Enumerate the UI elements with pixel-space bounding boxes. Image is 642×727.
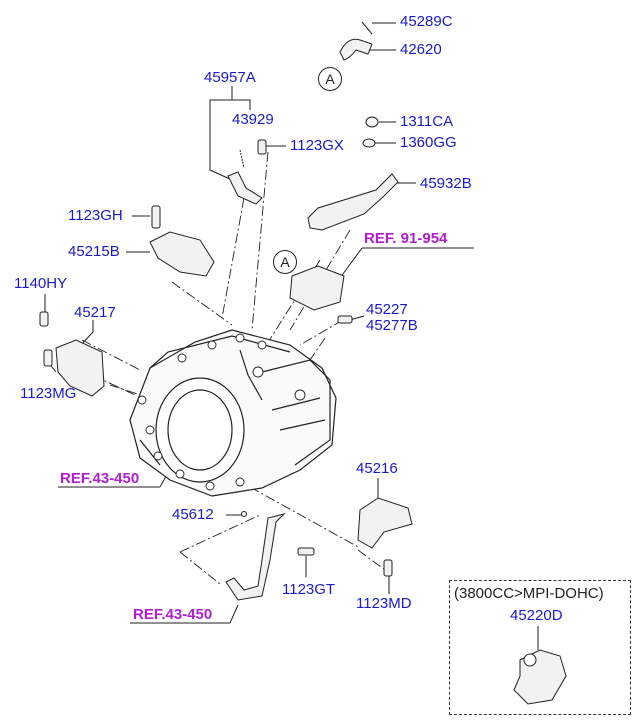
assembly-line-11 xyxy=(179,514,261,553)
bolt-1140HY xyxy=(39,311,49,327)
part-label-1123GT: 1123GT xyxy=(282,581,336,598)
assembly-line-8 xyxy=(109,384,151,399)
bracket-45957A-part xyxy=(227,171,263,205)
bracket-45957A xyxy=(209,86,233,181)
part-label-45957A: 45957A xyxy=(204,69,256,86)
part-label-1360GG: 1360GG xyxy=(400,134,457,151)
bolt-1123MD xyxy=(383,559,393,577)
part-label-45217: 45217 xyxy=(74,304,116,321)
bolt-45289C xyxy=(361,21,373,35)
part-label-1123MD: 1123MD xyxy=(356,595,412,612)
ref-91954-leader xyxy=(339,247,363,279)
spring-43929 xyxy=(239,149,245,169)
pipe-assembly xyxy=(225,513,286,601)
part-label-1140HY: 1140HY xyxy=(14,275,68,292)
bolt-1123MG xyxy=(43,349,53,367)
ref-label-43-450-lower: REF.43-450 xyxy=(133,606,213,623)
washer-1360GG xyxy=(362,138,376,148)
part-label-45220D: 45220D xyxy=(510,607,563,624)
part-label-45612: 45612 xyxy=(172,506,214,523)
assembly-line-14 xyxy=(299,319,344,346)
bracket-45216 xyxy=(357,497,413,549)
marker-a-top: A xyxy=(318,67,342,91)
module-ref-91954 xyxy=(289,265,345,311)
assembly-line-10 xyxy=(357,549,386,571)
part-label-1123MG: 1123MG xyxy=(20,385,77,402)
ref-label-43-450-upper: REF.43-450 xyxy=(60,470,140,487)
assembly-line-2 xyxy=(251,151,269,331)
part-label-45932B: 45932B xyxy=(420,175,472,192)
part-label-43929: 43929 xyxy=(232,111,274,128)
part-label-42620: 42620 xyxy=(400,41,442,58)
bracket-45217 xyxy=(55,339,105,397)
assembly-line-5 xyxy=(171,281,233,326)
part-label-45216: 45216 xyxy=(356,460,398,477)
bolt-45227 xyxy=(337,315,353,324)
nut-1311CA xyxy=(365,116,379,128)
sensor-42620 xyxy=(339,38,373,61)
assembly-line-12 xyxy=(179,551,221,585)
bolt-1123GH xyxy=(151,205,161,229)
part-label-45289C: 45289C xyxy=(400,13,453,30)
assembly-line-13 xyxy=(309,337,326,361)
part-label-45277B: 45277B xyxy=(366,317,418,334)
bolt-1123GT xyxy=(297,547,315,556)
ref-label-91-954: REF. 91-954 xyxy=(364,230,448,247)
assembly-line-7 xyxy=(81,339,141,371)
transmission-housing xyxy=(129,329,337,497)
transmission-bolts xyxy=(137,333,306,491)
assembly-line-9 xyxy=(249,486,361,549)
part-label-45227: 45227 xyxy=(366,301,408,318)
bracket-45957A-right xyxy=(232,99,251,110)
bolt-1123GX xyxy=(257,139,267,155)
ref-43450b-leader xyxy=(229,604,239,624)
marker-a-bottom: A xyxy=(273,250,297,274)
variant-inset-title: (3800CC>MPI-DOHC) xyxy=(454,585,604,602)
variant-inset-box xyxy=(449,580,631,715)
plug-45612 xyxy=(241,511,247,517)
bracket-45215B xyxy=(149,231,215,277)
assembly-line-1 xyxy=(221,197,245,319)
lever-45932B xyxy=(307,173,399,231)
part-label-1123GH: 1123GH xyxy=(68,207,123,224)
bracket-45217 xyxy=(77,320,94,349)
part-label-1311CA: 1311CA xyxy=(400,113,454,130)
part-label-45215B: 45215B xyxy=(68,243,120,260)
part-label-1123GX: 1123GX xyxy=(290,137,344,154)
